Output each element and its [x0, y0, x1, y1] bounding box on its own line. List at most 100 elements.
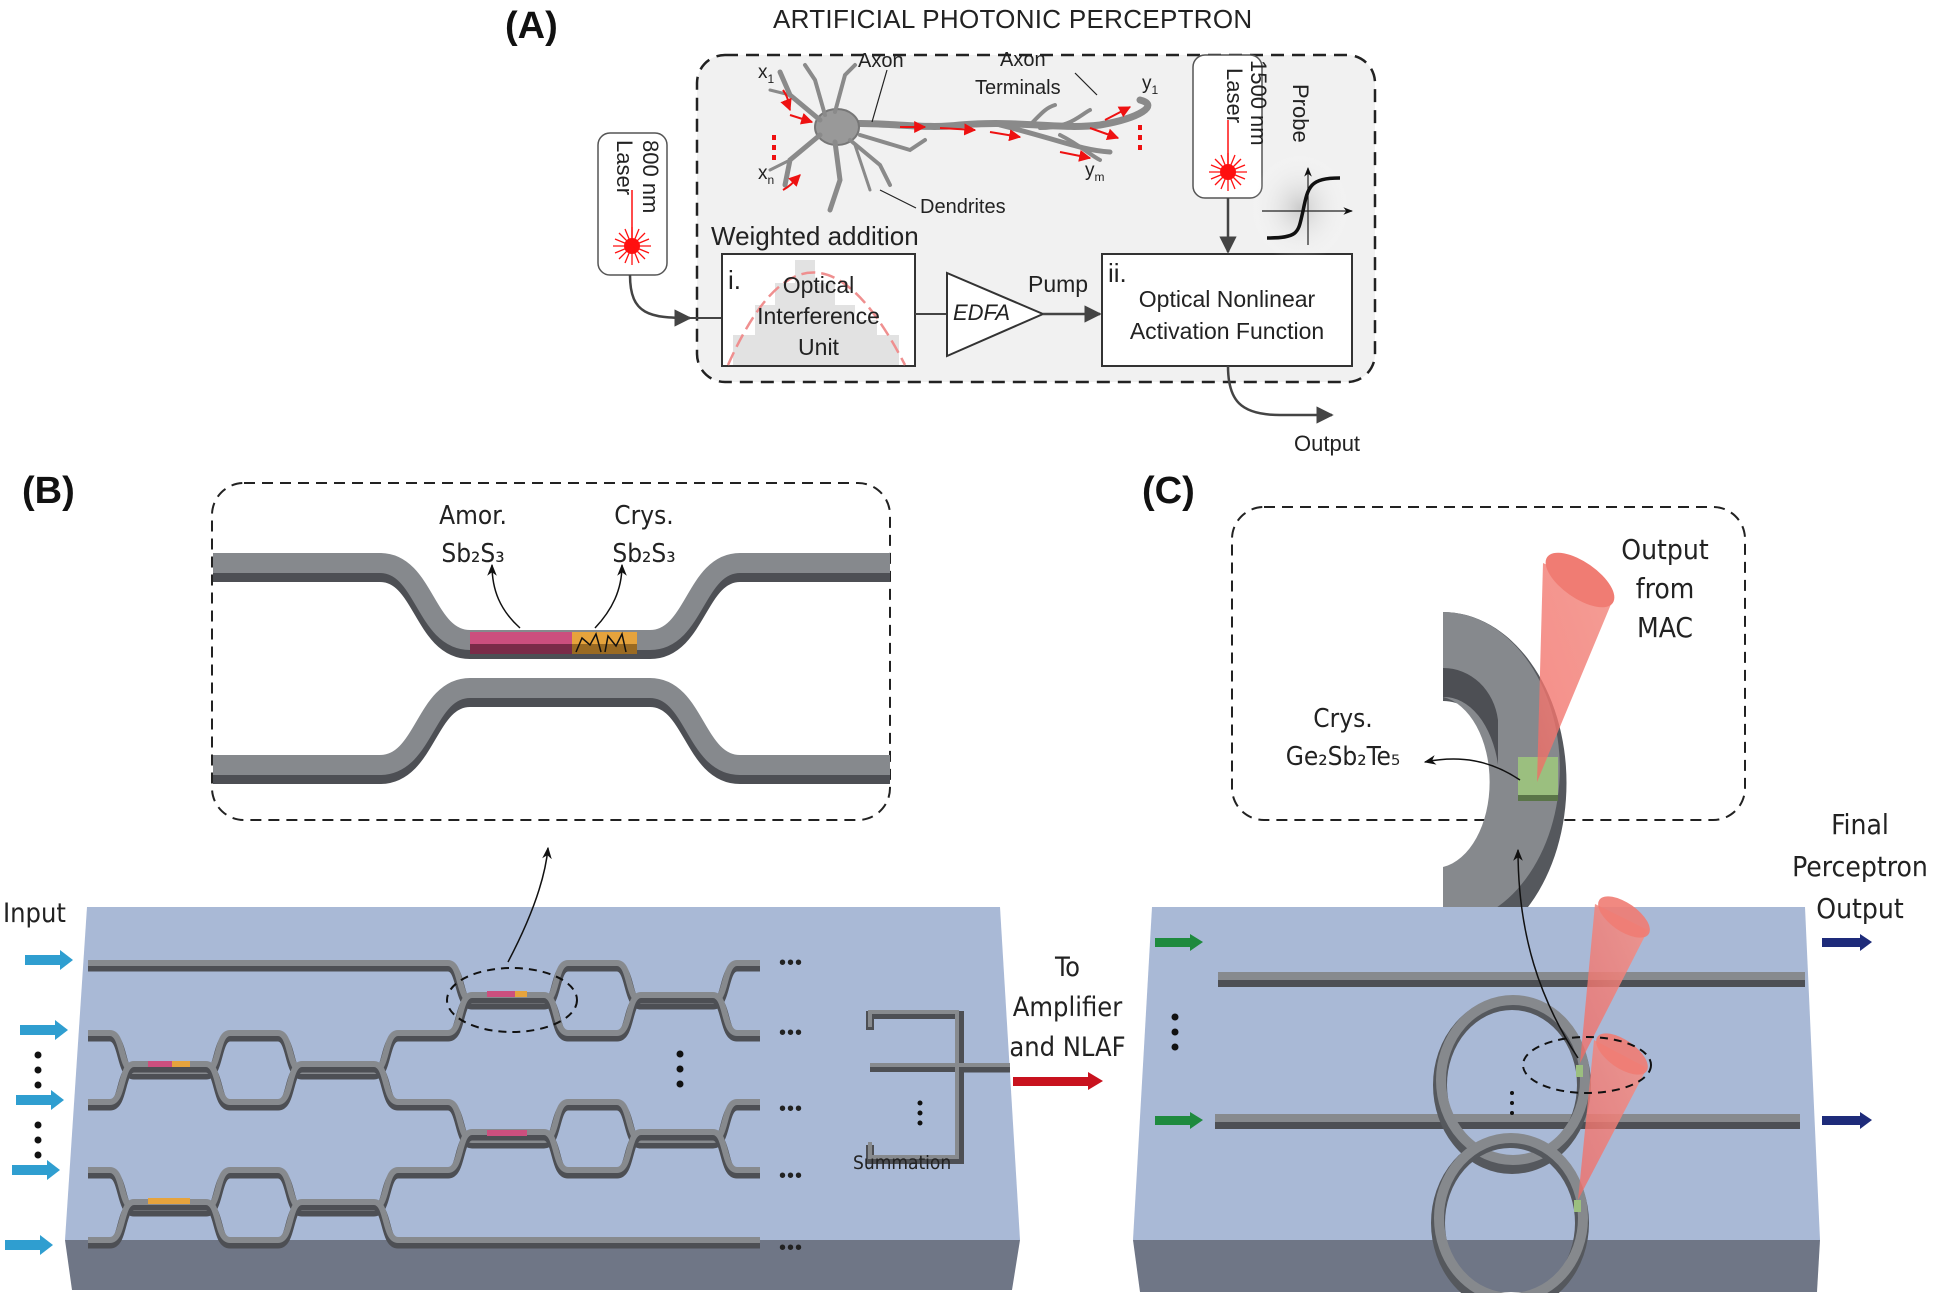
green-input-arrow: [1155, 1112, 1203, 1129]
gst-pointer-arrow: [1423, 755, 1521, 781]
mac-line2: from: [1635, 572, 1695, 605]
input-arrow: [5, 1235, 53, 1255]
block-ii-index: ii.: [1108, 258, 1127, 288]
vertical-ellipsis: [34, 1050, 923, 1159]
input-arrow: [16, 1090, 64, 1110]
output-cone-icon: [1537, 552, 1615, 782]
input-xn: xn: [758, 163, 775, 187]
terminals-pointer: [1074, 72, 1098, 96]
block-i-index: i.: [728, 265, 741, 295]
amorphous-sb2s3-segment: [470, 632, 572, 644]
ellipsis-row-1: •••: [779, 952, 804, 974]
ellipsis-row-3: •••: [779, 1098, 804, 1120]
signal-arrows: [780, 89, 1132, 191]
panel-c-chip: [1133, 848, 1872, 1293]
pcm-cell: [148, 1198, 190, 1204]
crys-label-line2: Sb₂S₃: [612, 539, 676, 569]
dendrites-label: Dendrites: [920, 196, 1006, 218]
input-arrows: [5, 950, 73, 1255]
probe-laser-name: Laser: [1222, 68, 1247, 124]
summation-combiner: [866, 1010, 1010, 1164]
final-perceptron-output-label: Final Perceptron Output: [1780, 804, 1940, 930]
pump-laser-name: Laser: [612, 140, 637, 196]
microring-2: [1431, 1133, 1589, 1293]
sigmoid-activation-icon: [1250, 153, 1353, 263]
pcm-cell: [172, 1061, 190, 1067]
pump-laser-wavelength: 800 nm: [638, 140, 663, 214]
axon-pointer: [871, 69, 888, 123]
waveguide-row-5: [88, 1199, 760, 1243]
laser-burst-icon: [1209, 153, 1247, 191]
pcm-cell: [148, 1061, 172, 1067]
ellipsis-dots: [772, 125, 1142, 160]
panel-label-b: (B): [22, 470, 75, 512]
optical-interference-unit: [721, 253, 916, 367]
to-line1: To: [1054, 952, 1081, 983]
axon-label: Axon: [858, 50, 904, 72]
pump-laser-label: 800 nm Laser: [603, 140, 663, 214]
final-output-arrow: [1822, 934, 1872, 951]
to-line2: Amplifier: [1012, 992, 1123, 1023]
input-arrow: [12, 1160, 60, 1180]
input-label: Input: [3, 898, 66, 929]
edfa-label: EDFA: [953, 300, 1011, 325]
input-arrow: [20, 1020, 68, 1040]
panel-label-a: (A): [505, 5, 558, 47]
probe-laser-label: 1500 nm Laser Probe: [1197, 58, 1313, 146]
zoom-link-arrow: [507, 846, 552, 963]
ellipsis-row-4: •••: [779, 1165, 804, 1187]
output-cone-icon: [1580, 896, 1650, 1063]
neuron-illustration: [768, 63, 1152, 213]
final-line3: Output: [1816, 892, 1904, 925]
panel-a: [597, 53, 1377, 424]
block-i-line3: Unit: [798, 334, 839, 360]
block-i-line1: Optical: [782, 272, 855, 298]
amor-sb2s3-label: Amor. Sb₂S₃: [433, 497, 513, 573]
final-output-arrow: [1822, 1112, 1872, 1129]
output-cone-icon: [1578, 1033, 1648, 1200]
ellipsis-row-2: •••: [779, 1022, 804, 1044]
crys-label-line1: Crys.: [614, 501, 674, 531]
panel-c-inset: [1231, 506, 1746, 954]
crys-pointer-arrow: [594, 563, 627, 629]
final-line1: Final: [1831, 808, 1889, 841]
crys-sb2s3-label: Crys. Sb₂S₃: [604, 497, 684, 573]
vertical-ellipsis: [1171, 1013, 1514, 1115]
pcm-cell: [487, 1130, 527, 1136]
ellipsis-row-5: •••: [779, 1237, 804, 1259]
mac-line3: MAC: [1636, 611, 1694, 644]
output-y1: y1: [1142, 73, 1159, 97]
input-arrow: [25, 950, 73, 970]
zoom-region-ellipse: [1522, 1036, 1652, 1094]
output-ym: ym: [1085, 160, 1105, 184]
summation-label: Summation: [853, 1152, 952, 1174]
weighted-addition-label: Weighted addition: [711, 221, 919, 251]
to-line3: and NLAF: [1009, 1032, 1126, 1063]
amor-pointer-arrow: [487, 563, 521, 629]
mzi-mesh-waveguides: [88, 960, 760, 1249]
mac-line1: Output: [1621, 533, 1709, 566]
edfa-amplifier-icon: [946, 271, 1046, 358]
amor-label-line1: Amor.: [439, 501, 507, 531]
block-i-line2: Interference: [757, 303, 880, 329]
block-ii-line1: Optical Nonlinear: [1138, 286, 1316, 312]
panel-b-chip: [5, 846, 1103, 1290]
probe-laser-wavelength: 1500 nm: [1246, 60, 1271, 146]
panel-label-c: (C): [1142, 470, 1195, 512]
to-amplifier-arrow: [1013, 1072, 1103, 1090]
output-label: Output: [1294, 431, 1361, 456]
final-line2: Perceptron: [1792, 850, 1928, 883]
output-arrow: [1226, 365, 1334, 424]
optical-nonlinear-activation-block: [1101, 253, 1353, 367]
panel-a-title: ARTIFICIAL PHOTONIC PERCEPTRON: [773, 4, 1253, 34]
microring-1: [1433, 995, 1591, 1174]
pcm-cell: [487, 991, 515, 997]
pcm-cell: [515, 991, 527, 997]
axon-terminals-label-1: Axon: [1000, 49, 1046, 71]
gst-label-line2: Ge₂Sb₂Te₅: [1285, 742, 1401, 772]
input-x1: x1: [758, 62, 775, 86]
pump-laser-arrow: [628, 274, 692, 327]
to-amplifier-label: To Amplifier and NLAF: [995, 948, 1140, 1068]
dendrites-pointer: [879, 189, 917, 209]
